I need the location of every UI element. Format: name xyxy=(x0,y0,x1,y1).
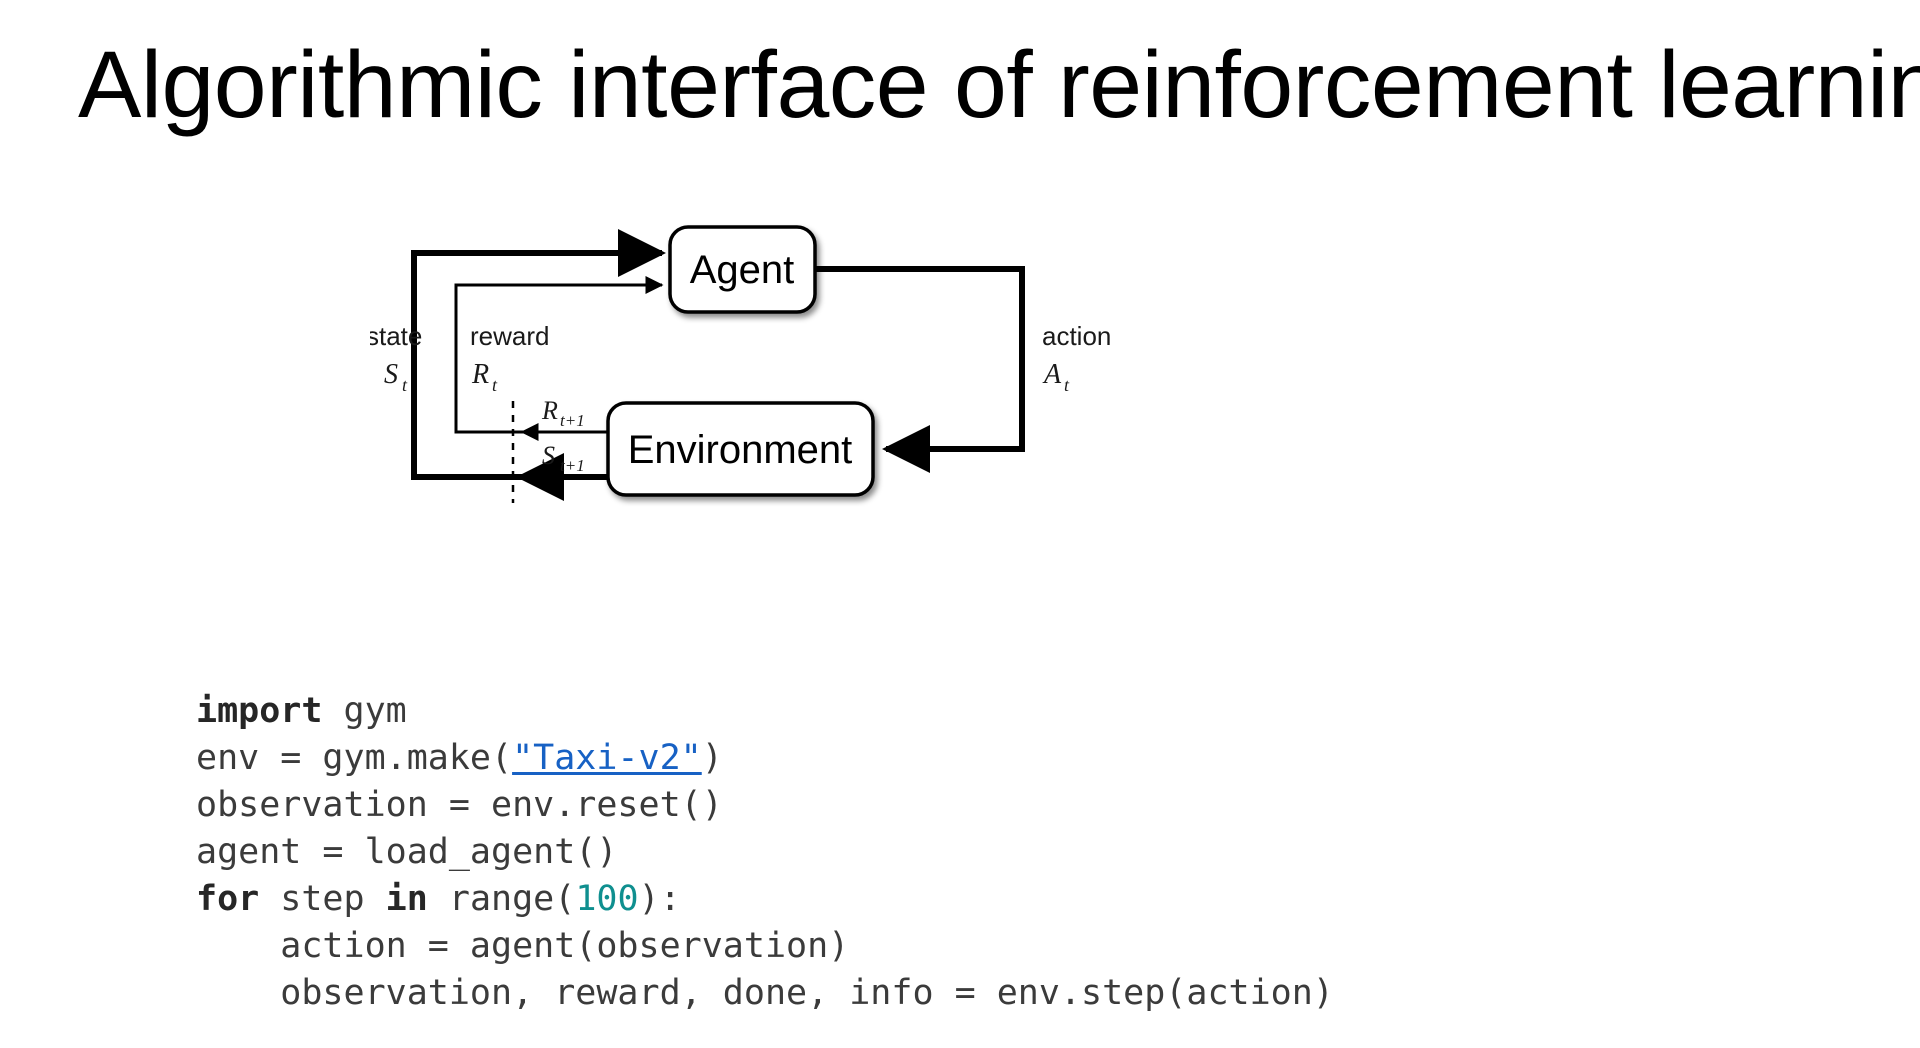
agent-environment-diagram: Agent Environment state S t reward R t xyxy=(370,205,1170,535)
code-token: ) xyxy=(701,738,723,778)
action-path xyxy=(815,266,1025,473)
label-state-next: S t+1 xyxy=(542,441,585,475)
code-token: env = gym.make( xyxy=(196,738,513,778)
action-word: action xyxy=(1042,321,1111,351)
code-line: env = gym.make("Taxi-v2") xyxy=(196,735,1334,782)
code-token: action = agent(observation) xyxy=(196,926,850,966)
code-line: for step in range(100): xyxy=(196,876,1334,923)
code-token: 100 xyxy=(575,879,639,919)
state-path xyxy=(411,229,666,480)
code-token: gym xyxy=(322,691,407,731)
code-token: step xyxy=(259,879,386,919)
reward-symbol: R xyxy=(471,359,489,390)
code-token: observation, reward, done, info = env.st… xyxy=(196,973,1334,1013)
code-token: import xyxy=(196,691,323,731)
agent-label: Agent xyxy=(690,248,795,292)
code-line: observation = env.reset() xyxy=(196,782,1334,829)
label-action: action A t xyxy=(1042,321,1111,395)
state-next-subscript: t+1 xyxy=(560,456,585,475)
reward-next-symbol: R xyxy=(541,396,558,425)
node-environment: Environment xyxy=(606,401,875,497)
reward-subscript: t xyxy=(492,375,498,395)
reward-word: reward xyxy=(470,321,549,351)
reward-next-subscript: t+1 xyxy=(560,411,585,430)
code-line: agent = load_agent() xyxy=(196,829,1334,876)
label-state: state S t xyxy=(370,321,422,395)
action-symbol: A xyxy=(1042,359,1062,390)
code-token: for xyxy=(196,879,260,919)
action-subscript: t xyxy=(1064,375,1070,395)
code-line: action = agent(observation) xyxy=(196,923,1334,970)
state-subscript: t xyxy=(402,375,408,395)
code-line: import gym xyxy=(196,688,1334,735)
state-symbol: S xyxy=(384,359,398,390)
state-next-symbol: S xyxy=(542,441,555,470)
code-token: in xyxy=(385,879,428,919)
state-word: state xyxy=(370,321,422,351)
label-reward-next: R t+1 xyxy=(541,396,585,430)
node-agent: Agent xyxy=(668,225,817,314)
label-reward: reward R t xyxy=(470,321,549,395)
code-line: observation, reward, done, info = env.st… xyxy=(196,970,1334,1017)
code-token: range( xyxy=(427,879,576,919)
page-title: Algorithmic interface of reinforcement l… xyxy=(78,32,1920,138)
environment-box xyxy=(606,401,875,497)
code-token: observation = env.reset() xyxy=(196,785,723,825)
diagram-canvas: Agent Environment state S t reward R t xyxy=(370,225,1111,503)
code-token: ): xyxy=(638,879,681,919)
code-token: agent = load_agent() xyxy=(196,832,618,872)
code-link[interactable]: "Taxi-v2" xyxy=(512,738,702,778)
environment-label: Environment xyxy=(628,428,853,472)
